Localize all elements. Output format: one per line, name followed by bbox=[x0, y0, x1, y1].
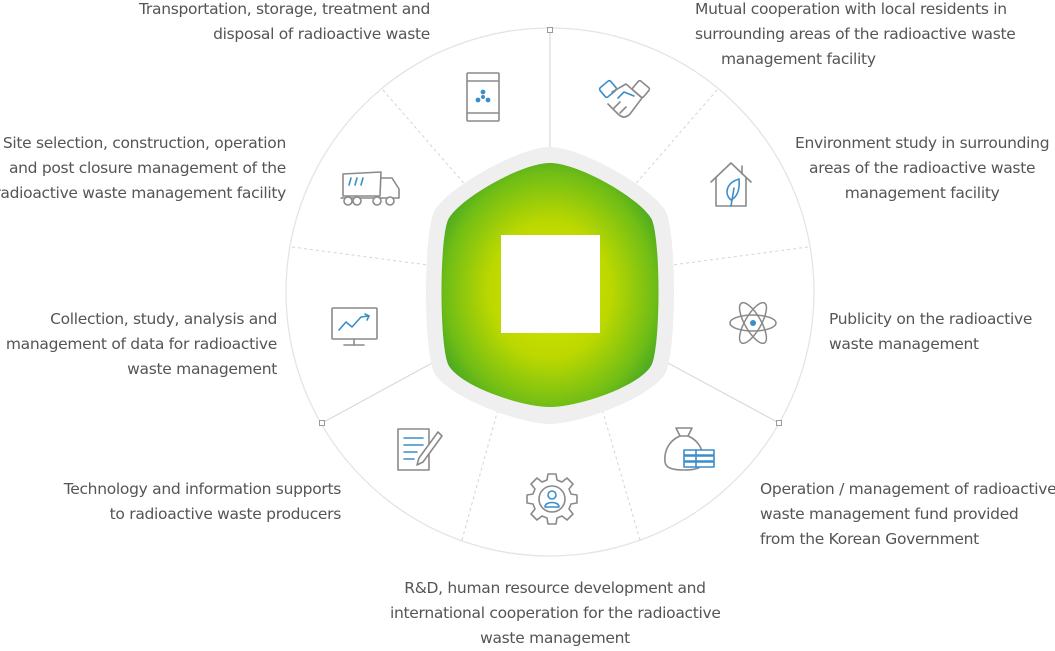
gear-person-icon bbox=[526, 473, 578, 525]
money-bag-icon bbox=[664, 427, 715, 471]
monitor-chart-icon bbox=[331, 307, 378, 346]
label-fund: Operation / management of radioactive wa… bbox=[760, 480, 1055, 548]
radioactive-barrel-icon bbox=[466, 72, 500, 122]
document-pen-icon bbox=[397, 428, 443, 471]
label-site: Site selection, construction, operation … bbox=[0, 134, 286, 202]
label-transport: Transportation, storage, treatment and d… bbox=[139, 0, 430, 43]
divider-left bbox=[321, 355, 446, 424]
label-tech: Technology and information supports to r… bbox=[63, 480, 342, 523]
label-environment: Environment study in surrounding areas o… bbox=[795, 134, 1050, 202]
label-publicity: Publicity on the radioactive waste manag… bbox=[829, 310, 1033, 353]
divider-right bbox=[654, 355, 780, 424]
label-cooperation: Mutual cooperation with local residents … bbox=[695, 0, 1016, 68]
label-rnd: R&D, human resource development and inte… bbox=[390, 579, 721, 647]
eco-house-icon bbox=[710, 162, 752, 207]
handshake-icon bbox=[598, 79, 651, 118]
dump-truck-icon bbox=[340, 171, 400, 206]
dashed-dividers bbox=[291, 89, 809, 541]
center-logo-placeholder bbox=[501, 235, 600, 333]
atom-icon bbox=[729, 301, 777, 345]
divider-markers bbox=[319, 27, 782, 426]
label-data: Collection, study, analysis and manageme… bbox=[5, 310, 277, 378]
